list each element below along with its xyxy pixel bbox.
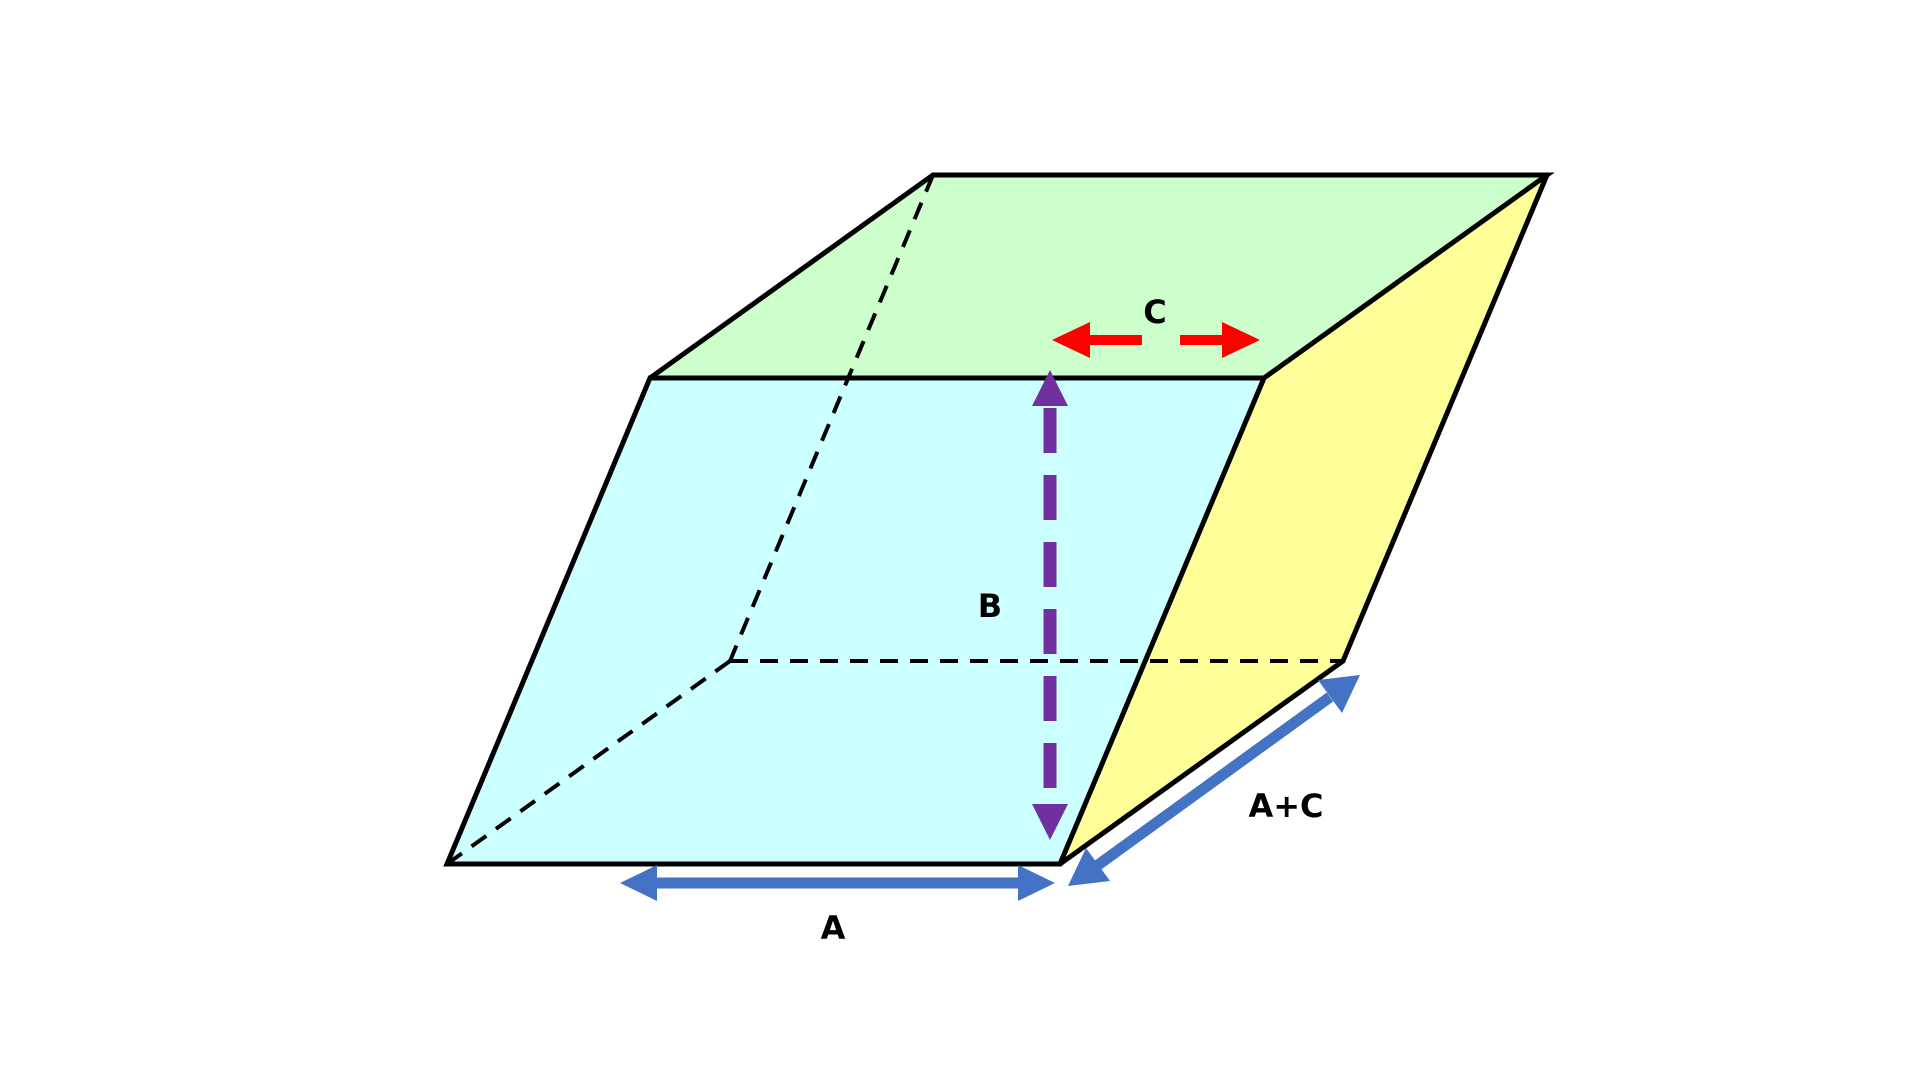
side-face xyxy=(1060,175,1547,864)
arrow-a-plus-c-head-lower xyxy=(1068,848,1110,886)
visible-edges xyxy=(443,172,1555,867)
arrow-c-head-right xyxy=(1222,322,1260,358)
label-b: B xyxy=(978,587,1002,625)
arrow-c-head-left xyxy=(1052,322,1090,358)
arrow-a-plus-c-shaft xyxy=(1094,692,1334,870)
front-face xyxy=(447,378,1264,864)
label-a: A xyxy=(821,909,846,947)
top-face xyxy=(650,175,1547,378)
arrow-a-plus-c-head-upper xyxy=(1318,675,1360,713)
top-back-outline xyxy=(648,172,1555,381)
arrow-b xyxy=(1032,370,1068,840)
label-a-plus-c: A+C xyxy=(1248,787,1323,825)
arrow-c xyxy=(1052,322,1260,358)
arrow-a-head-right xyxy=(1018,865,1055,901)
arrow-b-head-up xyxy=(1032,370,1068,406)
hidden-edges xyxy=(445,174,1343,866)
label-c: C xyxy=(1143,293,1166,331)
arrow-a-head-left xyxy=(620,865,657,901)
arrow-a xyxy=(620,865,1055,901)
arrow-b-head-down xyxy=(1032,804,1068,840)
arrow-a-plus-c xyxy=(1068,675,1360,886)
side-back-outline xyxy=(1058,174,1550,867)
